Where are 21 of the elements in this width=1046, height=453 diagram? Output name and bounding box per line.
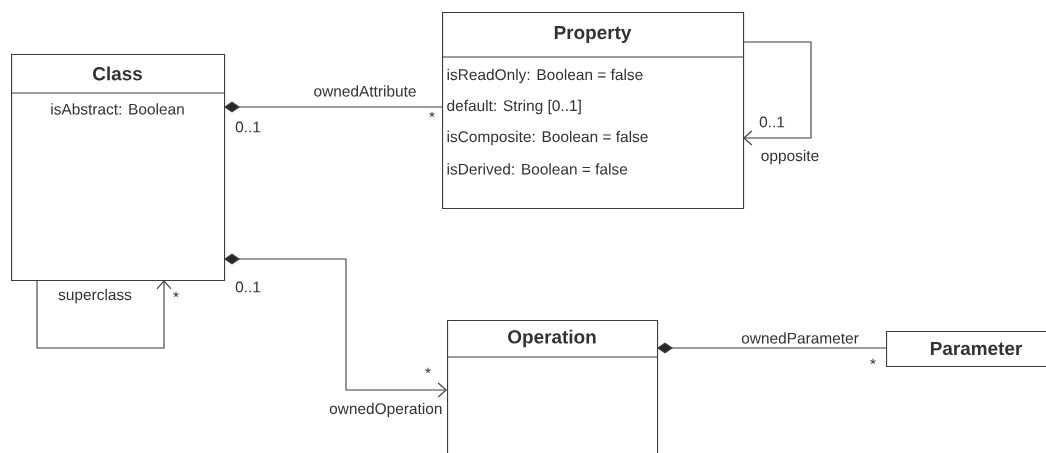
class-box: Parameter	[886, 331, 1046, 368]
class-box: Property isReadOnly: Boolean = false default: String [0..1] isComposite: Boolean = false isDerived: Boolean = false	[441, 12, 745, 210]
edge-label: superclass	[58, 288, 132, 304]
class-box: Operation	[446, 320, 659, 453]
edge-label: opposite	[761, 149, 819, 165]
association-line	[742, 41, 812, 146]
edge-label: ownedAttribute	[314, 85, 416, 97]
edge-label: ownedOperation	[329, 402, 442, 418]
association-line	[36, 279, 172, 349]
edge-label: ownedParameter	[741, 332, 859, 344]
multiplicity: 0..1	[235, 281, 261, 293]
multiplicity: 0..1	[759, 116, 785, 128]
multiplicity: *	[429, 111, 435, 118]
association-line	[224, 101, 443, 113]
class-box: Class isAbstract: Boolean	[10, 54, 226, 282]
association-line	[224, 253, 447, 398]
multiplicity: *	[870, 358, 876, 365]
multiplicity: *	[173, 291, 179, 298]
association-line	[657, 342, 887, 354]
multiplicity: *	[425, 367, 431, 374]
multiplicity: 0..1	[235, 121, 261, 133]
